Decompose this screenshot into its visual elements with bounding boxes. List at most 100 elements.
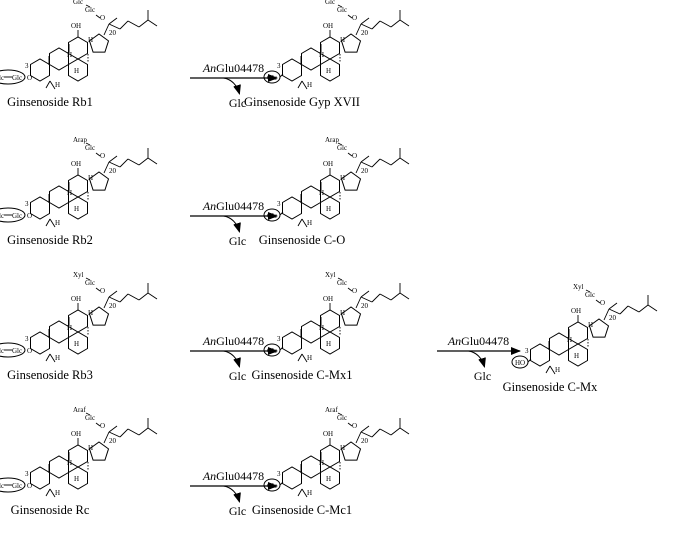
hydroxyl-label: OH — [323, 430, 333, 438]
h-label: H — [74, 205, 79, 213]
chain-bond — [379, 158, 392, 166]
chain-bond — [138, 427, 149, 436]
c20-label: 20 — [109, 167, 117, 175]
gem-methyl — [45, 218, 51, 227]
sugar-link — [95, 14, 101, 19]
released-sugar-label: Glc — [229, 234, 246, 248]
ring-c-lower — [320, 58, 340, 82]
enzyme-label: AnGlu04478 — [447, 334, 509, 348]
ring-c-lower — [68, 196, 88, 220]
released-sugar-label: Glc — [474, 369, 491, 383]
c20-label: 20 — [109, 29, 117, 37]
ether-o-label: O — [27, 347, 32, 355]
compound-name: Ginsenoside Rb1 — [7, 95, 93, 109]
h-label: H — [307, 489, 312, 497]
hydroxyl-label: OH — [323, 22, 333, 30]
ring-a — [282, 58, 302, 82]
c3-sugar-label: Glc — [267, 212, 277, 220]
ring-c-lower — [320, 466, 340, 490]
c20-outer-sugar-label: Araf — [325, 406, 338, 414]
h-label: H — [88, 444, 93, 452]
ring-a — [30, 331, 50, 355]
chain-bond — [371, 428, 381, 438]
enzyme-prefix: An — [202, 334, 216, 348]
chain-bond — [371, 20, 381, 30]
c17-c20-bond — [603, 308, 610, 321]
hydroxyl-label: OH — [71, 295, 81, 303]
ring-c-lower — [320, 196, 340, 220]
c3-sugar-ellipse — [0, 477, 26, 493]
enzyme-prefix: An — [202, 61, 216, 75]
c20-inner-sugar-label: Glc — [85, 144, 95, 152]
sugar-link — [85, 277, 91, 281]
ether-o-label: O — [100, 152, 105, 160]
sugar-link — [85, 142, 91, 146]
c20-inner-sugar-label: Glc — [85, 414, 95, 422]
ring-b — [301, 455, 321, 479]
h-label: H — [74, 340, 79, 348]
methyl-bond — [108, 17, 118, 25]
chain-bond — [119, 158, 129, 168]
chain-bond — [371, 158, 381, 168]
c17-c20-bond — [355, 23, 362, 36]
c3-sugar-label: HO — [515, 359, 525, 367]
ring-c-lower — [68, 58, 88, 82]
compound-name: Ginsenoside C-Mx1 — [251, 368, 352, 382]
gem-methyl — [297, 488, 303, 497]
chain-bond — [119, 428, 129, 438]
gem-methyl — [301, 488, 308, 498]
c20-outer-sugar-label: Xyl — [73, 271, 84, 279]
c20-label: 20 — [109, 302, 117, 310]
h-label: H — [74, 475, 79, 483]
chain-bond — [360, 431, 373, 438]
hydroxyl-label: OH — [71, 430, 81, 438]
h-label: H — [67, 189, 72, 197]
enzyme-suffix: Glu04478 — [216, 469, 264, 483]
ring-c-lower — [320, 331, 340, 355]
sugar-link — [337, 412, 343, 416]
c20-inner-sugar-label: Glc — [585, 291, 595, 299]
gem-methyl — [545, 365, 551, 374]
c20-inner-sugar-label: Glc — [337, 279, 347, 287]
compound-name: Ginsenoside C-Mx — [503, 380, 599, 394]
release-arrow — [223, 485, 241, 503]
chain-bond — [127, 428, 140, 436]
ring-c-lower — [568, 343, 588, 367]
c3-bond — [279, 481, 284, 486]
enzyme-suffix: Glu04478 — [461, 334, 509, 348]
h-label: H — [326, 67, 331, 75]
h-label: H — [88, 174, 93, 182]
c3-sugar-label: Glc — [267, 347, 277, 355]
hydroxyl-label: OH — [71, 160, 81, 168]
c20-outer-sugar-label: Arap — [325, 136, 339, 144]
enzyme-label: AnGlu04478 — [202, 199, 264, 213]
c3-bond — [279, 211, 284, 216]
chain-bond — [147, 157, 158, 165]
c3-sugar-label: Glc — [267, 74, 277, 82]
chain-bond — [390, 292, 401, 301]
ring-a — [30, 196, 50, 220]
h-label: H — [88, 36, 93, 44]
ether-o-label: O — [100, 287, 105, 295]
compound-name: Ginsenoside C-O — [259, 233, 345, 247]
ring-b — [49, 47, 69, 71]
ether-o-label: O — [352, 14, 357, 22]
enzyme-suffix: Glu04478 — [216, 334, 264, 348]
chain-bond — [119, 293, 129, 303]
released-sugar-label: Glc — [229, 504, 246, 518]
ring-d — [340, 33, 362, 53]
ring-d — [340, 441, 362, 461]
h-label: H — [319, 324, 324, 332]
release-arrow — [223, 350, 241, 368]
methyl-bond — [360, 290, 370, 298]
c3-label: 3 — [525, 347, 529, 355]
chain-bond — [127, 293, 140, 301]
h-label: H — [55, 489, 60, 497]
ring-b — [49, 185, 69, 209]
h-label: H — [67, 324, 72, 332]
chain-bond — [371, 293, 381, 303]
